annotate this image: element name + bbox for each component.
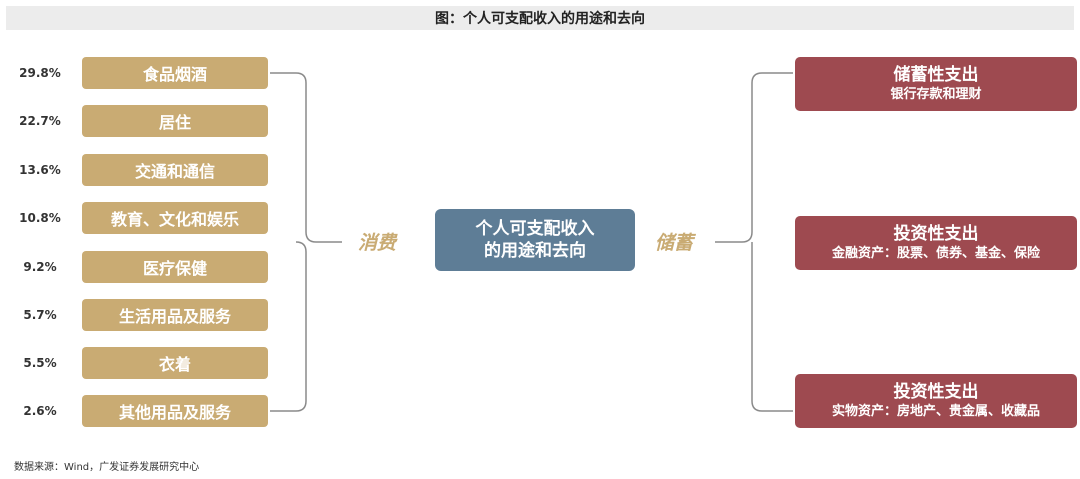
percent-label: 5.5% [23,356,57,370]
category-box: 居住 [82,105,268,137]
category-box: 生活用品及服务 [82,299,268,331]
savings-box-title: 储蓄性支出 [893,65,979,85]
savings-box: 投资性支出 实物资产：房地产、贵金属、收藏品 [795,374,1077,428]
center-line-1: 个人可支配收入 [475,219,595,239]
category-box: 食品烟酒 [82,57,268,89]
percent-label: 2.6% [23,404,57,418]
savings-box: 储蓄性支出 银行存款和理财 [795,57,1077,111]
savings-box-subtitle: 金融资产：股票、债券、基金、保险 [831,246,1040,261]
diagram-title: 图：个人可支配收入的用途和去向 [6,6,1074,30]
savings-box-title: 投资性支出 [893,224,979,244]
percent-label: 5.7% [23,308,57,322]
consumption-label: 消费 [358,231,397,254]
percent-label: 9.2% [23,260,57,274]
percent-label: 22.7% [19,114,61,128]
category-box: 衣着 [82,347,268,379]
center-line-2: 的用途和去向 [484,241,586,261]
right-bracket [715,72,793,243]
category-box: 教育、文化和娱乐 [82,202,268,234]
savings-box-subtitle: 实物资产：房地产、贵金属、收藏品 [831,404,1040,419]
percent-label: 10.8% [19,211,61,225]
percent-label: 13.6% [19,163,61,177]
category-box: 医疗保健 [82,251,268,283]
category-box: 其他用品及服务 [82,395,268,427]
savings-box-subtitle: 银行存款和理财 [890,87,982,102]
right-bracket-lower [751,250,793,412]
left-bracket-lower [270,241,307,412]
savings-box: 投资性支出 金融资产：股票、债券、基金、保险 [795,216,1077,270]
savings-label: 储蓄 [655,231,694,254]
left-bracket [270,72,342,243]
center-node: 个人可支配收入 的用途和去向 [435,209,635,271]
source-note: 数据来源：Wind，广发证券发展研究中心 [14,462,200,473]
savings-box-title: 投资性支出 [893,382,979,402]
percent-label: 29.8% [19,66,61,80]
category-box: 交通和通信 [82,154,268,186]
